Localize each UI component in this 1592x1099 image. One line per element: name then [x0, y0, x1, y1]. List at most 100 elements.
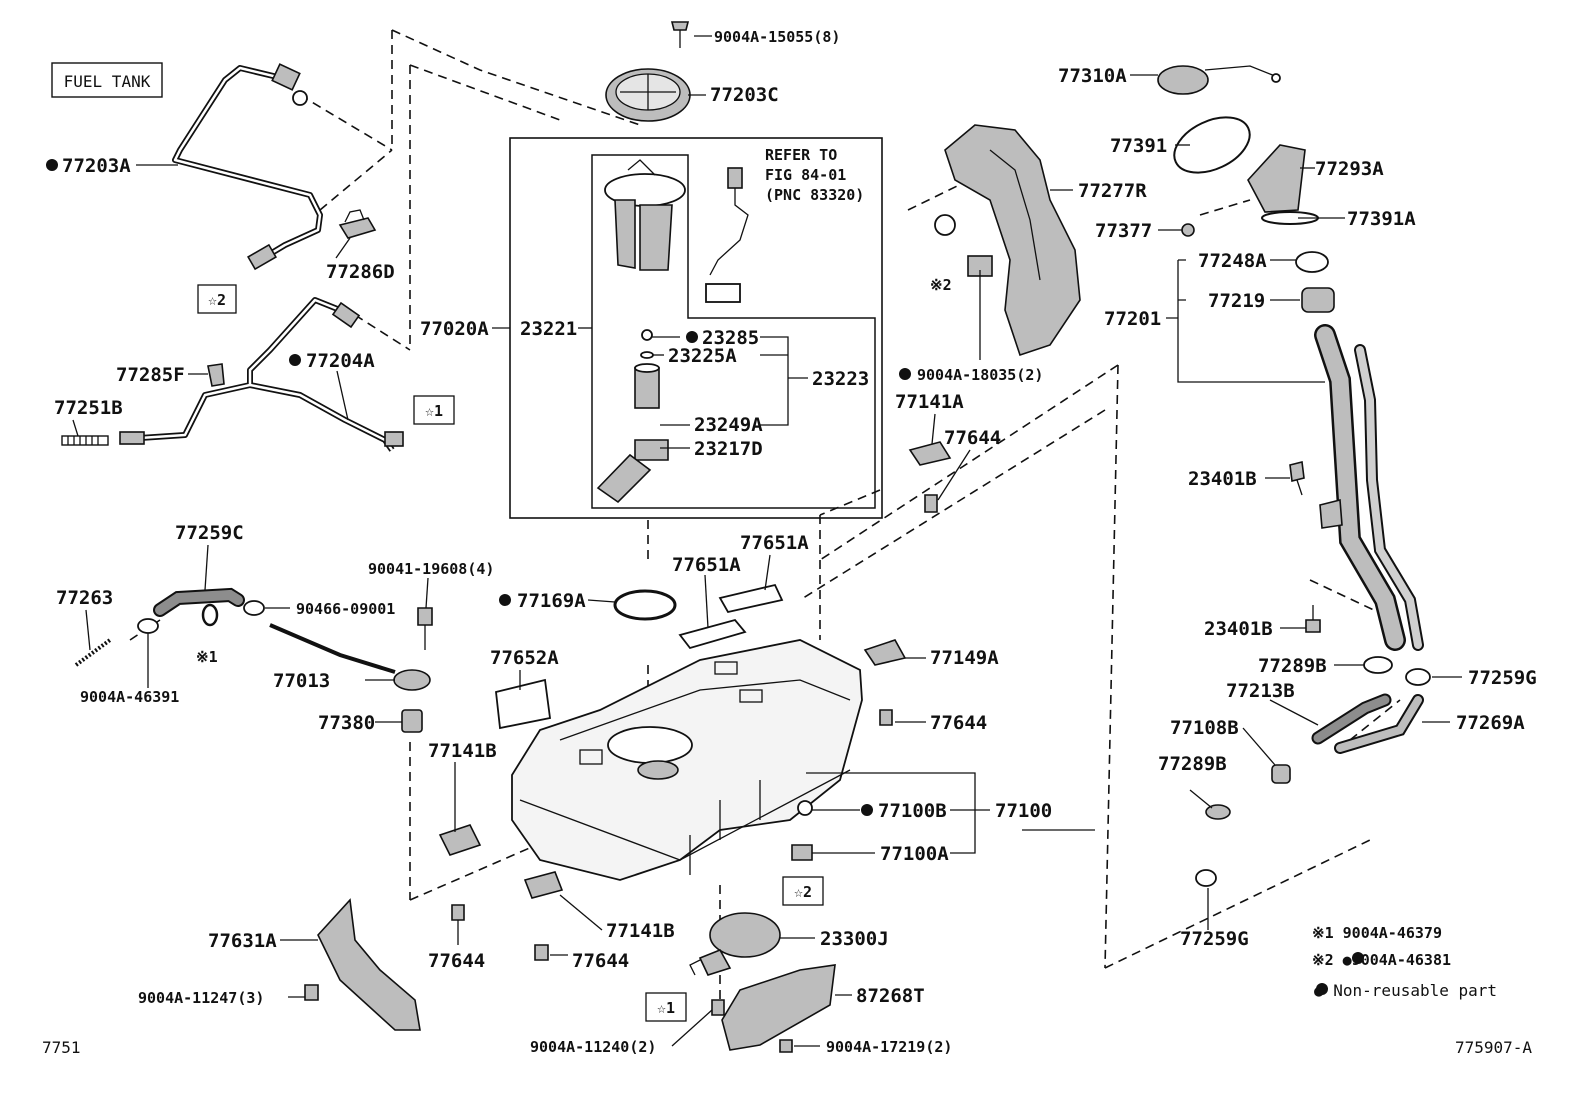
svg-text:☆2: ☆2 — [208, 291, 226, 309]
label-77651a-a: 77651A — [672, 554, 741, 576]
label-77248a: 77248A — [1198, 250, 1267, 272]
oring-x1 — [201, 603, 219, 627]
label-23401b-b: 23401B — [1204, 618, 1273, 640]
protector-77631a — [304, 898, 421, 1031]
legend-line3: ● Non-reusable part — [1314, 981, 1497, 1000]
label-77380: 77380 — [318, 712, 375, 734]
label-23217d: 23217D — [694, 438, 763, 460]
label-77201: 77201 — [1104, 308, 1161, 330]
non-reusable-dots — [46, 159, 1364, 995]
label-77219: 77219 — [1208, 290, 1265, 312]
label-77259g-a: 77259G — [1468, 667, 1537, 689]
ref-mark-x2: ※2 — [930, 276, 952, 294]
label-9004a-18035: 9004A-18035(2) — [917, 366, 1043, 384]
screw-77377 — [1181, 223, 1195, 237]
label-23249a: 23249A — [694, 414, 763, 436]
label-77644-c: 77644 — [428, 950, 485, 972]
tube-77013 — [269, 607, 433, 691]
svg-text:☆2: ☆2 — [794, 883, 812, 901]
label-77391: 77391 — [1110, 135, 1167, 157]
sensor-harness-77203a — [172, 63, 323, 271]
label-77204a: 77204A — [306, 350, 375, 372]
damper-77380 — [401, 709, 423, 733]
label-77203a: 77203A — [62, 155, 131, 177]
legend: ※1 9004A-46379 ※2 ●9004A-46381 ● Non-reu… — [1312, 924, 1497, 1000]
label-90466: 90466-09001 — [296, 600, 395, 618]
label-77644-d: 77644 — [572, 950, 629, 972]
label-77259c: 77259C — [175, 522, 244, 544]
bracket-77277r — [934, 124, 1081, 357]
label-77263: 77263 — [56, 587, 113, 609]
label-23401b-a: 23401B — [1188, 468, 1257, 490]
label-77652a: 77652A — [490, 647, 559, 669]
svg-text:☆1: ☆1 — [425, 402, 443, 420]
filler-pipe-77201 — [1314, 324, 1424, 651]
label-77013: 77013 — [273, 670, 330, 692]
ref-mark-x1: ※1 — [196, 648, 218, 666]
sensor-harness-77204a — [119, 297, 404, 452]
sleeve-77251b — [61, 435, 109, 446]
hose-77269a — [1334, 694, 1424, 754]
label-9004a-46391: 9004A-46391 — [80, 688, 179, 706]
hose-clamps-right — [1195, 656, 1431, 887]
footer-right-code: 775907-A — [1455, 1038, 1532, 1057]
label-77100b: 77100B — [878, 800, 947, 822]
retainer-77219 — [1301, 287, 1335, 313]
label-77259g-b: 77259G — [1180, 928, 1249, 950]
label-77289b-a: 77289B — [1258, 655, 1327, 677]
footer-left-code: 7751 — [42, 1038, 81, 1057]
star-mark-2b: ☆2 — [782, 876, 824, 906]
label-90041: 90041-19608(4) — [368, 560, 494, 578]
star-mark-1b: ☆1 — [645, 992, 687, 1022]
label-77631a: 77631A — [208, 930, 277, 952]
label-87268t: 87268T — [856, 985, 925, 1007]
filler-cup-77293a — [1247, 144, 1319, 225]
label-77310a: 77310A — [1058, 65, 1127, 87]
label-77293a: 77293A — [1315, 158, 1384, 180]
title-box: FUEL TANK — [51, 62, 163, 98]
label-9004a-17219: 9004A-17219(2) — [826, 1038, 952, 1056]
label-77286d: 77286D — [326, 261, 395, 283]
label-77644-b: 77644 — [930, 712, 987, 734]
label-23221: 23221 — [520, 318, 577, 340]
gasket-77169a — [613, 589, 677, 621]
hose-77259c — [153, 587, 245, 617]
label-77377: 77377 — [1095, 220, 1152, 242]
title-text: FUEL TANK — [64, 72, 151, 91]
legend-line2: ※2 ●9004A-46381 — [1312, 951, 1451, 969]
refer-line2: FIG 84-01 — [765, 166, 846, 184]
label-23225a: 23225A — [668, 345, 737, 367]
hose-77213b — [1311, 693, 1392, 745]
sender-gauge — [705, 167, 749, 303]
fuel-filter-23300j — [689, 912, 781, 976]
pump-motor-23249a — [634, 329, 660, 409]
label-23285: 23285 — [702, 327, 759, 349]
pads-77651a-77652a — [495, 583, 784, 730]
fuel-pump-top-cover-77203c — [605, 68, 691, 122]
bracket-77141a — [908, 441, 952, 513]
label-77251b: 77251B — [54, 397, 123, 419]
bracket-77141b-center — [523, 871, 564, 961]
bolt-23401b-upper — [1289, 461, 1305, 496]
label-9004a-11240: 9004A-11240(2) — [530, 1038, 656, 1056]
star-mark-1a: ☆1 — [413, 395, 455, 425]
label-77213b: 77213B — [1226, 680, 1295, 702]
label-77141a: 77141A — [895, 391, 964, 413]
refer-line1: REFER TO — [765, 146, 837, 164]
bracket-77149a — [863, 639, 907, 726]
label-77149a: 77149A — [930, 647, 999, 669]
bolt-23401b-lower — [1305, 605, 1321, 633]
label-77203c: 77203C — [710, 84, 779, 106]
svg-text:☆1: ☆1 — [657, 999, 675, 1017]
clamp-90466 — [243, 600, 265, 616]
clip-77285f — [207, 363, 225, 387]
label-77289b-b: 77289B — [1158, 753, 1227, 775]
clamp-9004a-46391 — [137, 618, 159, 634]
refer-line3: (PNC 83320) — [765, 186, 864, 204]
protector-87268t — [711, 964, 836, 1053]
drain-plugs-77100 — [791, 800, 813, 861]
label-77644-a: 77644 — [944, 427, 1001, 449]
star-mark-2a: ☆2 — [197, 284, 237, 314]
label-77391a: 77391A — [1347, 208, 1416, 230]
